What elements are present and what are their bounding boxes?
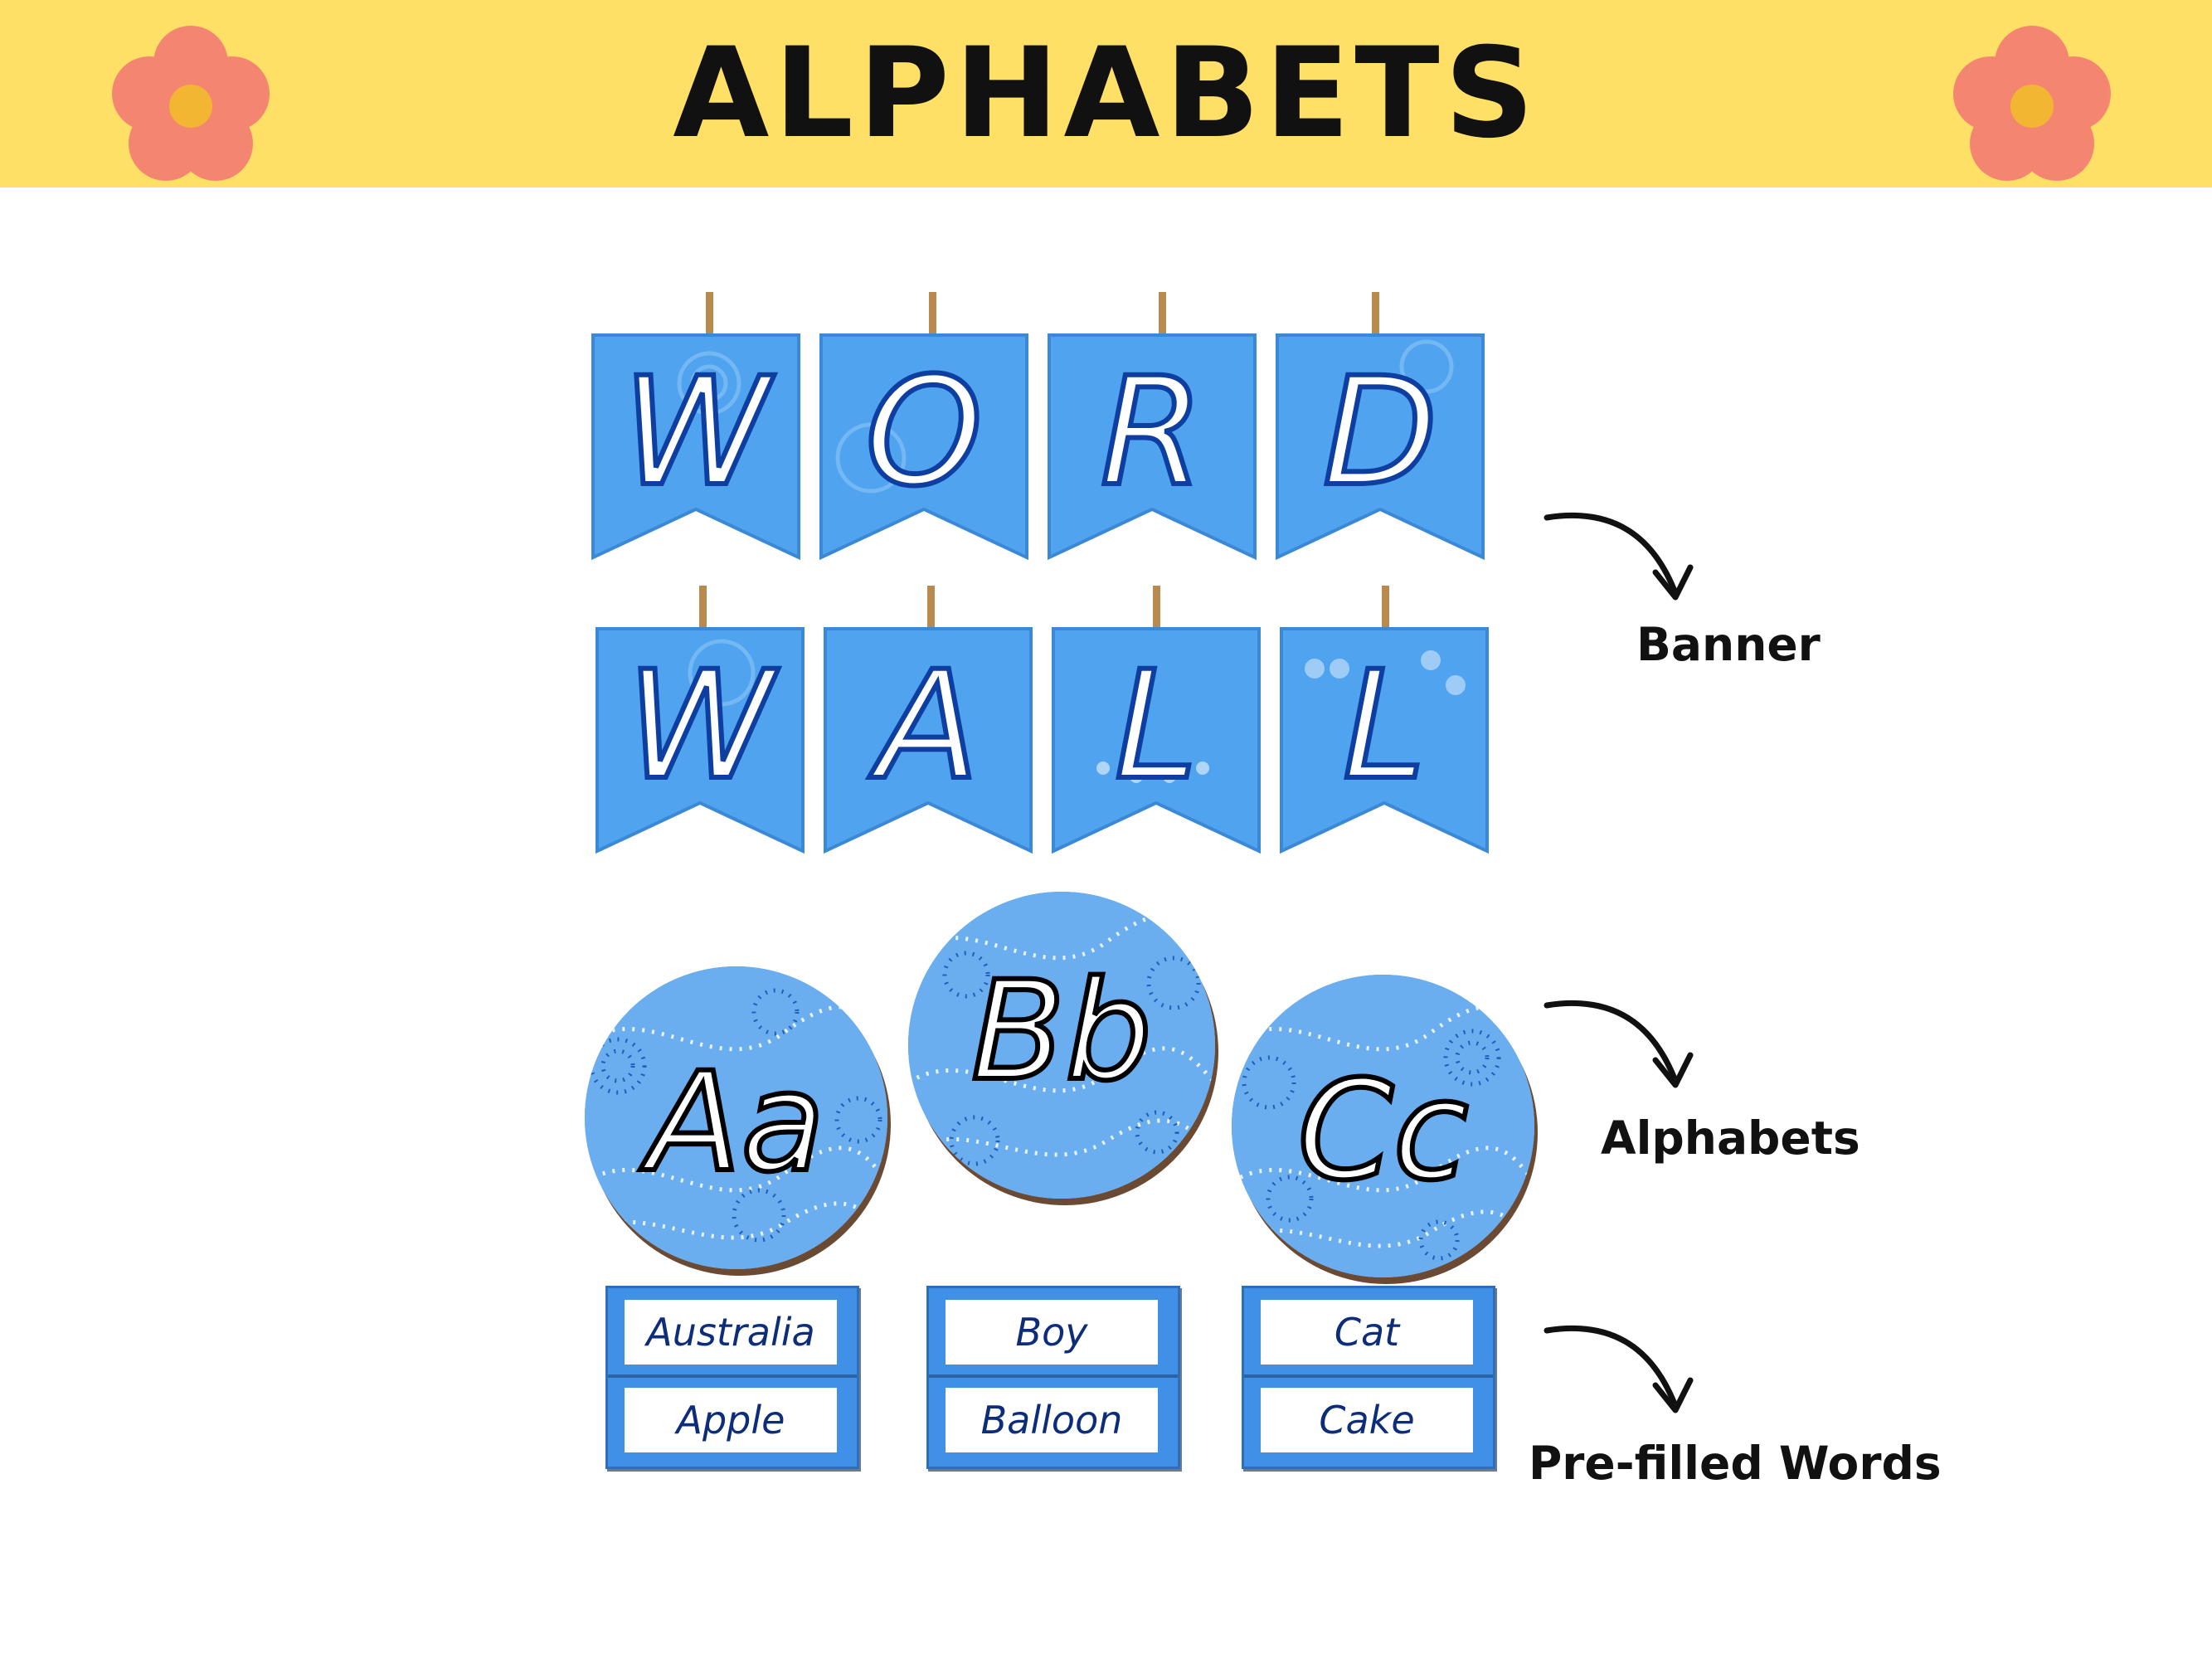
pennant-shape <box>1276 292 1485 561</box>
banner-pennant: D <box>1276 292 1485 561</box>
pennant-shape <box>824 586 1033 854</box>
flower-icon <box>112 26 270 181</box>
pennant-shape <box>1048 292 1257 561</box>
banner-letter: W <box>624 640 776 813</box>
banner-letter: L <box>1112 640 1200 813</box>
card-divider <box>608 1374 857 1378</box>
banner-pennant: L <box>1280 586 1489 854</box>
flower-icon <box>1953 26 2111 181</box>
word-label: Apple <box>625 1388 837 1452</box>
banner-letter: W <box>620 346 772 519</box>
banner-pennant: R <box>1048 292 1257 561</box>
alphabet-circle-c: Cc <box>1232 975 1534 1277</box>
alphabet-letter: Cc <box>1296 1048 1471 1213</box>
word-label: Boy <box>946 1300 1158 1365</box>
banner-label: Banner <box>1636 618 1821 671</box>
banner-letter: D <box>1320 346 1441 519</box>
word-card-b: Boy Balloon <box>926 1286 1180 1469</box>
alphabet-letter: Aa <box>645 1040 828 1204</box>
card-divider <box>1244 1374 1493 1378</box>
alphabet-letter: Bb <box>969 949 1155 1113</box>
word-label: Australia <box>625 1300 837 1365</box>
word-card-c: Cat Cake <box>1242 1286 1495 1469</box>
banner-pennant: L <box>1052 586 1261 854</box>
banner-pennant: W <box>591 292 800 561</box>
page-title: ALPHABETS <box>673 22 1539 166</box>
dot-art-pattern <box>1232 975 1534 1277</box>
curved-arrow-icon <box>1544 512 1694 601</box>
pennant-shape <box>1280 586 1489 854</box>
word-card-a: Australia Apple <box>605 1286 859 1469</box>
banner-pennant: A <box>824 586 1033 854</box>
pennant-shape <box>591 292 800 561</box>
banner-letter: O <box>863 346 985 519</box>
alphabets-label: Alphabets <box>1601 1112 1860 1165</box>
curved-arrow-icon <box>1544 1325 1694 1413</box>
dot-art-pattern <box>908 892 1215 1199</box>
banner-letter: R <box>1097 346 1206 519</box>
banner-pennant: O <box>819 292 1028 561</box>
alphabet-circle-a: Aa <box>585 966 887 1269</box>
header-bar: ALPHABETS <box>0 0 2212 187</box>
banner-letter: L <box>1340 640 1428 813</box>
pennant-shape <box>596 586 805 854</box>
dot-art-pattern <box>585 966 887 1269</box>
pennant-shape <box>819 292 1028 561</box>
alphabet-circle-b: Bb <box>908 892 1215 1199</box>
word-label: Cake <box>1261 1388 1473 1452</box>
pennant-shape <box>1052 586 1261 854</box>
word-label: Cat <box>1261 1300 1473 1365</box>
curved-arrow-icon <box>1544 1000 1694 1088</box>
prefilled-words-label: Pre-filled Words <box>1529 1437 1942 1490</box>
card-divider <box>929 1374 1178 1378</box>
banner-letter: A <box>874 640 981 813</box>
word-label: Balloon <box>946 1388 1158 1452</box>
banner-pennant: W <box>596 586 805 854</box>
